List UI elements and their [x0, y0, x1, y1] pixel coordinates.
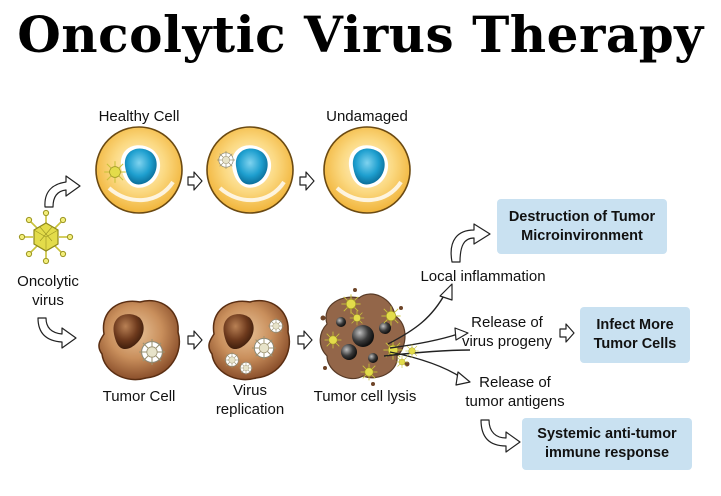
healthy-cell-icon-2	[206, 126, 294, 214]
oncolytic-virus-icon	[18, 209, 74, 265]
release-antigens-label-line2: tumor antigens	[465, 393, 565, 410]
destruction-box-line1: Destruction of Tumor	[508, 208, 656, 225]
infect-more-box: Infect More Tumor Cells	[580, 307, 690, 363]
virus-replication-label-line1: Virus	[233, 382, 267, 399]
local-inflammation-label: Local inflammation	[420, 268, 546, 285]
arrow-icon-tumor-2	[297, 330, 313, 350]
healthy-cell-label: Healthy Cell	[98, 108, 180, 125]
lysed-cell-icon	[319, 288, 410, 386]
arrow-icon-to-healthy	[44, 175, 81, 208]
systemic-immune-box-line2: immune response	[544, 445, 670, 461]
tumor-cell-icon-1	[98, 299, 181, 381]
systemic-immune-box-line1: Systemic anti-tumor	[537, 426, 677, 442]
arrow-icon-tumor-1	[187, 330, 203, 350]
arrow-icon-to-tumor	[37, 317, 77, 349]
arrow-icon-healthy-2	[299, 171, 315, 191]
undamaged-label: Undamaged	[326, 108, 408, 125]
tumor-cell-lysis-label: Tumor cell lysis	[313, 388, 417, 405]
arrow-icon-fan	[383, 291, 471, 379]
healthy-cell-icon-1	[95, 126, 183, 214]
release-progeny-label-line2: virus progeny	[461, 333, 553, 350]
healthy-cell-icon-3	[323, 126, 411, 214]
tumor-cell-icon-2	[208, 299, 291, 381]
page-title: Oncolytic Virus Therapy	[17, 5, 704, 64]
release-antigens-label-line1: Release of	[479, 374, 551, 391]
tumor-cell-label: Tumor Cell	[102, 388, 176, 405]
arrow-icon-to-infect	[559, 323, 575, 343]
arrow-icon-healthy-1	[187, 171, 203, 191]
destruction-box: Destruction of Tumor Microinvironment	[497, 199, 667, 254]
systemic-immune-box: Systemic anti-tumor immune response	[522, 418, 692, 470]
infect-more-box-line1: Infect More	[596, 317, 674, 333]
destruction-box-line2: Microinvironment	[521, 227, 643, 244]
oncolytic-virus-label-line1: Oncolytic	[17, 273, 79, 290]
infect-more-box-line2: Tumor Cells	[593, 336, 677, 352]
release-progeny-label-line1: Release of	[471, 314, 543, 331]
arrow-icon-to-systemic	[480, 419, 521, 453]
arrow-icon-to-destruction	[450, 223, 491, 263]
oncolytic-virus-label-line2: virus	[32, 292, 64, 309]
virus-replication-label-line2: replication	[215, 401, 285, 418]
